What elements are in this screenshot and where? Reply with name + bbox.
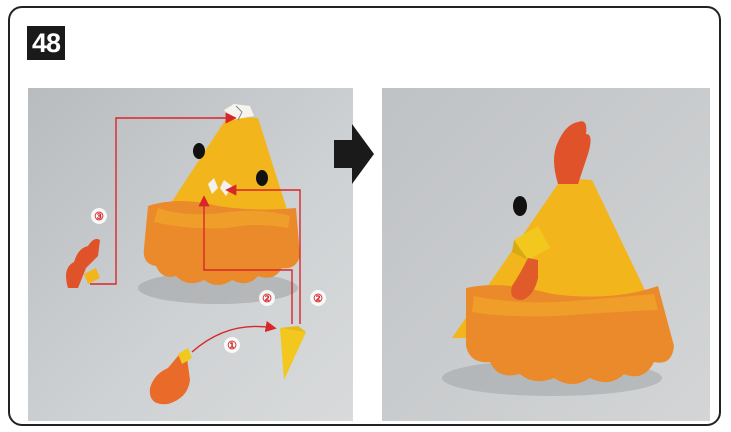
eye	[513, 196, 527, 216]
assembly-illustration: ① ② ② ③	[28, 88, 353, 421]
eye-left	[193, 143, 205, 159]
step-number-badge: 48	[27, 26, 65, 60]
svg-text:②: ②	[262, 293, 272, 305]
svg-text:③: ③	[94, 211, 104, 223]
right-arrow-icon	[334, 124, 374, 184]
svg-text:②: ②	[313, 293, 323, 305]
callout-2a: ②	[259, 290, 275, 306]
assembly-photo: ① ② ② ③	[28, 88, 353, 421]
finished-illustration	[382, 88, 710, 421]
finished-photo	[382, 88, 710, 421]
callout-2b: ②	[310, 290, 326, 306]
eye-right	[256, 170, 268, 186]
callout-3: ③	[91, 208, 107, 224]
svg-text:①: ①	[227, 340, 237, 352]
callout-1: ①	[224, 337, 240, 353]
